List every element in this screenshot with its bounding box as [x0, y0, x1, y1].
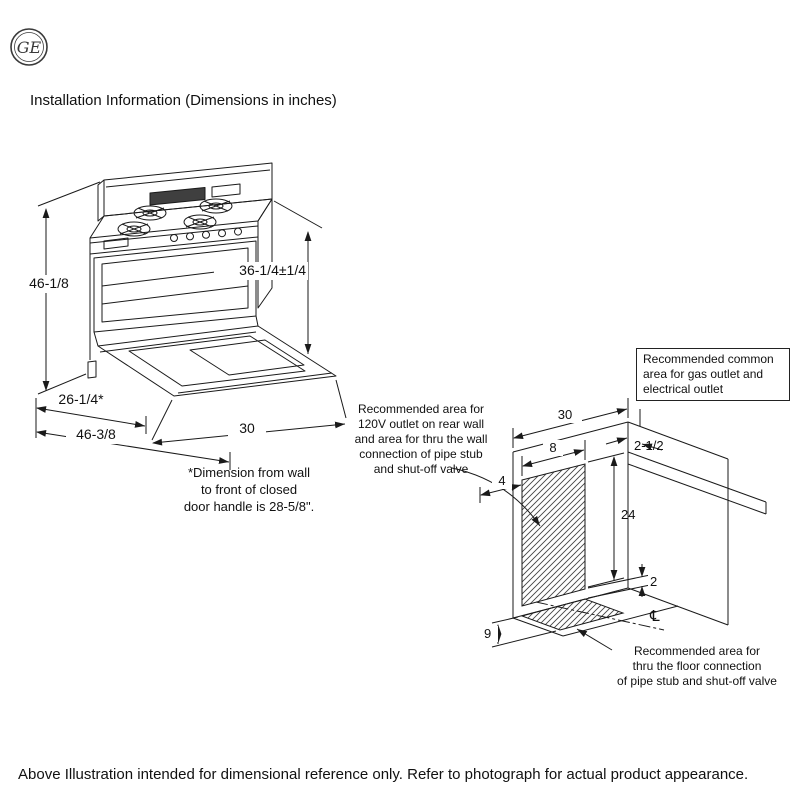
dim-overall-height: 46-1/8: [16, 275, 82, 293]
range-backguard: [97, 162, 273, 222]
handle-note: *Dimension from wall to front of closed …: [183, 465, 315, 514]
range-cooktop: [89, 198, 273, 244]
counter-edge: [627, 451, 767, 503]
ge-logo: GE: [10, 28, 48, 66]
ge-logo-text: GE: [17, 38, 42, 57]
page-title: Installation Information (Dimensions in …: [30, 92, 337, 109]
range-illustration: [87, 162, 337, 397]
wall-dim-area-height: 24: [621, 507, 636, 522]
wall-dim-width: 30: [548, 407, 582, 424]
dim-body-depth: 26-1/4*: [48, 391, 114, 409]
footer-note: Above Illustration intended for dimensio…: [18, 766, 749, 783]
floor-hatch-area: [520, 598, 625, 631]
floor-note: Recommended area for thru the floor conn…: [617, 644, 777, 688]
wall-dimension-lines: [479, 398, 663, 648]
dim-cooktop-height: 36-1/4±1/4: [214, 262, 308, 280]
wall-dim-area-width: 8: [543, 440, 563, 457]
dim-width: 30: [228, 420, 266, 438]
common-area-box: Recommended common area for gas outlet a…: [636, 348, 790, 401]
wall-dim-floor-depth: 9: [482, 626, 498, 643]
centerline-dashline: [535, 601, 665, 631]
wall-hatch-area: [521, 463, 586, 607]
dim-open-depth: 46-3/8: [66, 426, 126, 444]
range-leg: [87, 360, 97, 379]
rear-wall-note: Recommended area for 120V outlet on rear…: [354, 402, 488, 476]
range-burners: [117, 198, 233, 237]
wall-dim-left-offset: 4: [492, 473, 512, 490]
floor-note-leader: [576, 628, 613, 651]
range-body: [87, 198, 273, 379]
wall-dim-above-floor: 2: [648, 574, 664, 591]
wall-dim-right-offset: 2-1/2: [634, 438, 664, 453]
range-oven-door: [97, 325, 337, 397]
centerline-symbol: ℄: [650, 608, 660, 625]
